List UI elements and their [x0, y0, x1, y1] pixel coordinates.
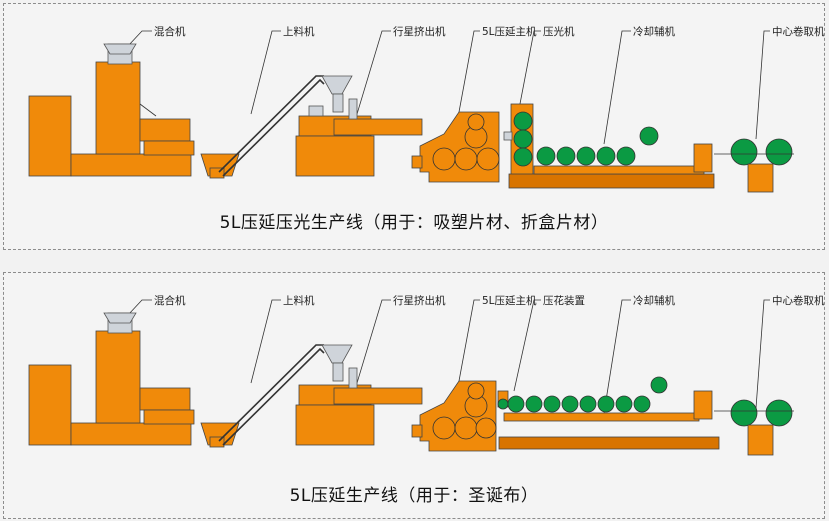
- production-line-panel-2: 混合机 上料机 行星挤出机 5L压延主机 压花装置 冷却辅机 中心卷取机: [3, 272, 825, 519]
- winder-label: 中心卷取机: [772, 294, 824, 307]
- mixer-machine: [28, 312, 195, 446]
- line-diagram-1: 混合机 上料机 行星挤出机 5L压延主机 压光机 冷却辅机 中心卷取机: [28, 25, 824, 193]
- line-caption-1: 5L压延压光生产线（用于：吸塑片材、折盒片材）: [219, 213, 609, 233]
- extruder-machine: [295, 344, 423, 446]
- cooling-machine: [498, 376, 720, 450]
- loader-label: 上料机: [283, 25, 315, 38]
- calender-machine: [411, 111, 500, 183]
- calender-label: 5L压延主机: [482, 25, 537, 38]
- extruder-label: 行星挤出机: [393, 25, 446, 38]
- calender-machine: [411, 380, 497, 452]
- polisher-machine: [503, 103, 534, 185]
- production-line-panel-1: 混合机 上料机 行星挤出机 5L压延主机 压光机 冷却辅机 中心卷取机: [3, 3, 825, 250]
- line-diagram-2: 混合机 上料机 行星挤出机 5L压延主机 压花装置 冷却辅机 中心卷取机: [28, 294, 824, 456]
- cooling-machine: [508, 126, 715, 189]
- loader-label: 上料机: [283, 294, 315, 307]
- loader-machine: [200, 344, 325, 448]
- cooling-label: 冷却辅机: [633, 25, 675, 38]
- loader-machine: [200, 75, 325, 179]
- mixer-machine: [28, 43, 195, 177]
- winder-label: 中心卷取机: [772, 25, 824, 38]
- winder-machine: [714, 399, 794, 456]
- extruder-machine: [295, 75, 423, 177]
- mixer-label: 混合机: [154, 294, 186, 307]
- extruder-label: 行星挤出机: [393, 294, 446, 307]
- line-caption-2: 5L压延生产线（用于：圣诞布）: [289, 486, 539, 506]
- mixer-label: 混合机: [154, 25, 186, 38]
- embosser-label: 压花装置: [543, 294, 585, 307]
- embosser-machine: [497, 390, 509, 410]
- calender-label: 5L压延主机: [482, 294, 537, 307]
- winder-machine: [714, 138, 794, 193]
- polisher-label: 压光机: [543, 25, 575, 38]
- cooling-label: 冷却辅机: [633, 294, 675, 307]
